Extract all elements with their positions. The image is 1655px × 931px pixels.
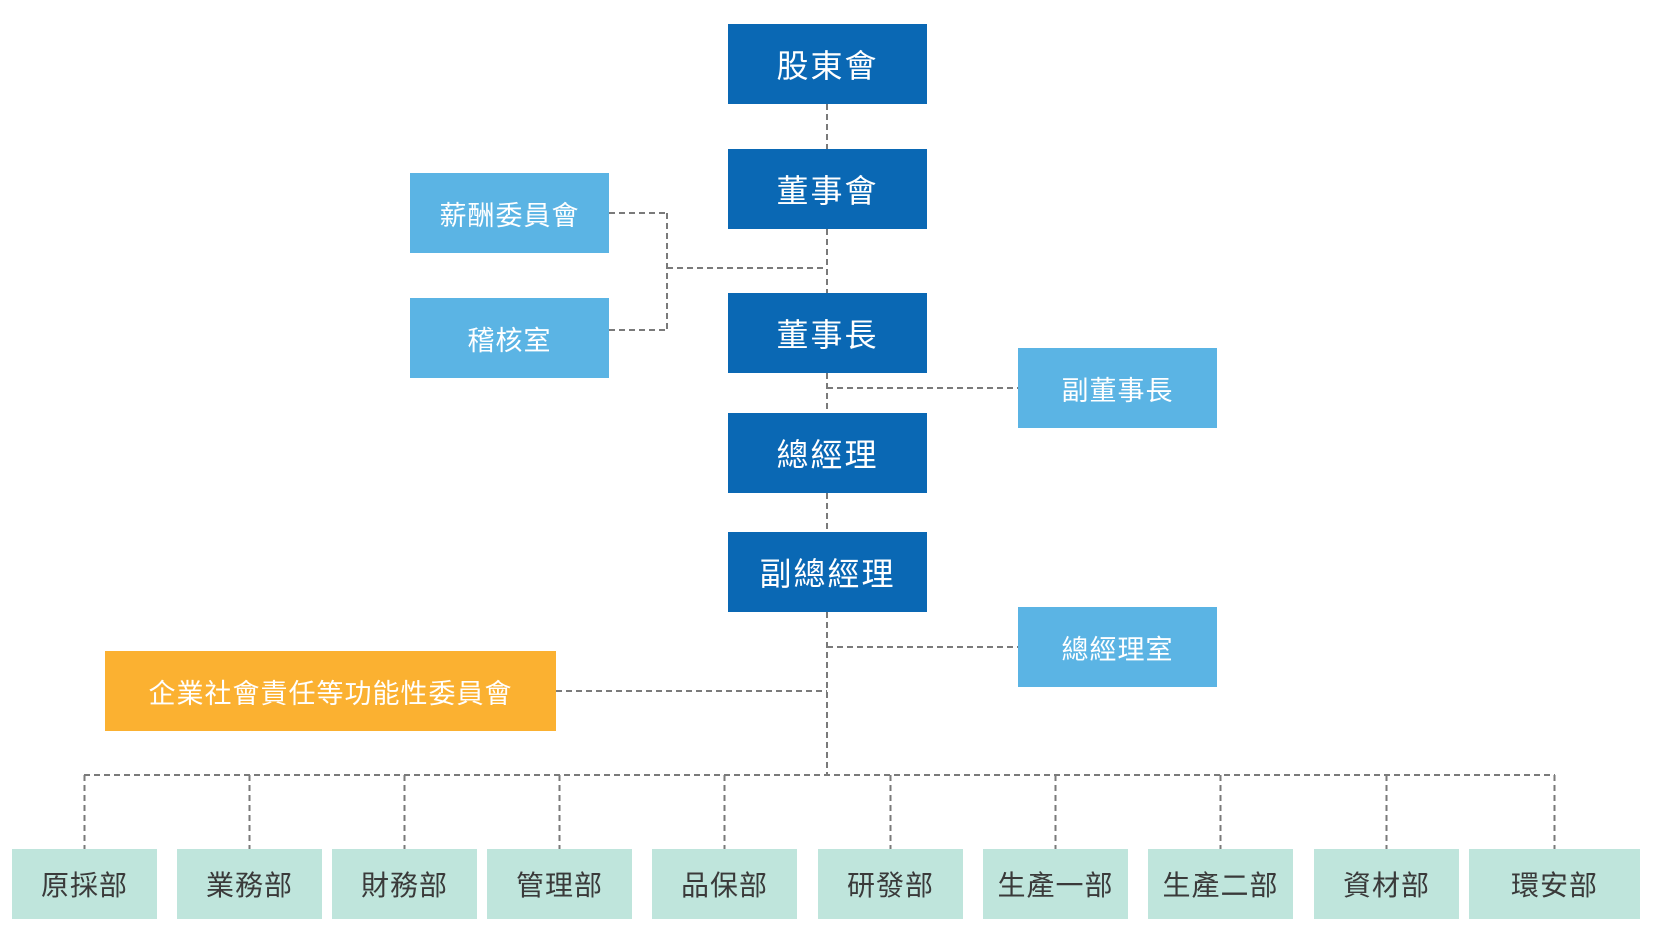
dept-label: 品保部 <box>680 869 768 902</box>
dept-label: 資材部 <box>1342 869 1430 902</box>
node-label: 副總經理 <box>759 555 896 593</box>
department-drops <box>83 775 1556 849</box>
dept-research-development: 研發部 <box>818 849 963 919</box>
dept-label: 財務部 <box>360 869 448 902</box>
node-label: 總經理室 <box>1061 634 1174 666</box>
node-label: 企業社會責任等功能性委員會 <box>148 678 513 710</box>
node-president-office: 總經理室 <box>1018 607 1217 687</box>
node-audit-office: 稽核室 <box>410 298 609 378</box>
node-label: 股東會 <box>776 47 879 85</box>
node-vice-president: 副總經理 <box>728 532 927 612</box>
dept-production-1: 生產一部 <box>983 849 1128 919</box>
dept-finance: 財務部 <box>332 849 477 919</box>
dept-label: 環安部 <box>1510 869 1598 902</box>
node-csr-committee: 企業社會責任等功能性委員會 <box>105 651 556 731</box>
dept-administration: 管理部 <box>487 849 632 919</box>
node-president: 總經理 <box>728 413 927 493</box>
node-chairman: 董事長 <box>728 293 927 373</box>
dept-label: 生產一部 <box>997 869 1114 902</box>
dept-label: 業務部 <box>205 869 293 902</box>
node-board-of-directors: 董事會 <box>728 149 927 229</box>
node-remuneration-committee: 薪酬委員會 <box>410 173 609 253</box>
dept-label: 原採部 <box>40 869 128 902</box>
dept-sales: 業務部 <box>177 849 322 919</box>
dept-label: 管理部 <box>515 869 603 902</box>
node-label: 稽核室 <box>467 325 552 357</box>
node-label: 副董事長 <box>1061 375 1174 407</box>
node-label: 董事長 <box>776 316 879 354</box>
dept-production-2: 生產二部 <box>1148 849 1293 919</box>
node-label: 董事會 <box>776 172 879 210</box>
dept-quality-assurance: 品保部 <box>652 849 797 919</box>
node-shareholders-meeting: 股東會 <box>728 24 927 104</box>
node-label: 薪酬委員會 <box>439 200 580 232</box>
dept-procurement: 原採部 <box>12 849 157 919</box>
dept-label: 生產二部 <box>1162 869 1279 902</box>
node-label: 總經理 <box>776 436 879 474</box>
dept-label: 研發部 <box>846 869 934 902</box>
node-vice-chairman: 副董事長 <box>1018 348 1217 428</box>
dept-environment-safety: 環安部 <box>1469 849 1640 919</box>
dept-materials: 資材部 <box>1314 849 1459 919</box>
